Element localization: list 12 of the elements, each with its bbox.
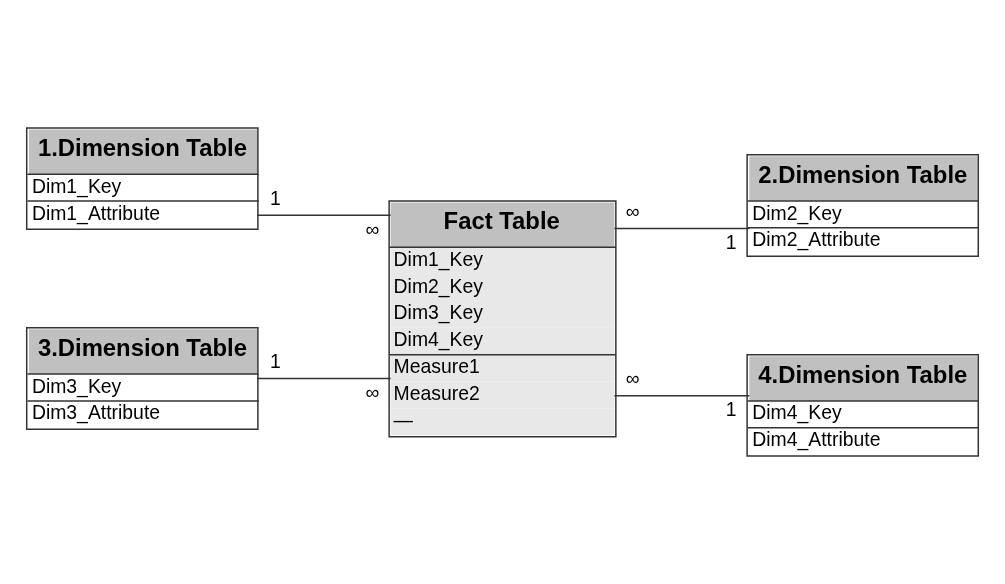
connector: [256, 214, 392, 216]
label: ∞: [625, 200, 640, 223]
label: 1: [725, 398, 737, 421]
label: 1: [270, 186, 281, 209]
label: ∞: [365, 380, 380, 403]
label: ∞: [365, 217, 380, 240]
connector: [256, 377, 392, 380]
label: ∞: [625, 367, 640, 390]
connector: [613, 394, 751, 397]
label: 1: [725, 231, 737, 254]
label: 1: [270, 350, 281, 373]
connector: [613, 227, 751, 230]
